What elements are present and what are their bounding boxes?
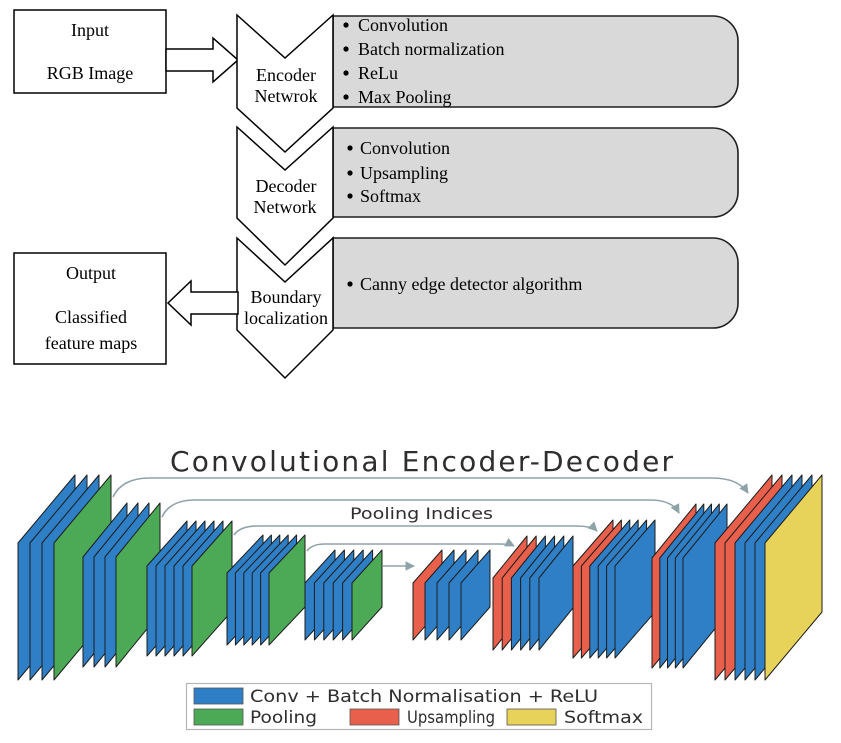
decoder-label-line2: Network: [254, 197, 317, 217]
output-box-frame: [13, 252, 167, 365]
decoder-item: Upsampling: [360, 163, 448, 183]
output-line1: Classified: [55, 307, 127, 327]
encoder-item: Convolution: [358, 15, 448, 35]
encoder-stage-1: [17, 474, 112, 681]
output-box: Output Classified feature maps: [13, 252, 167, 365]
legend-swatch-softmax: [506, 708, 557, 726]
encoder-stage-3: [146, 520, 233, 657]
legend-label-conv: Conv + Batch Normalisation + ReLU: [250, 687, 598, 706]
layer-pooling: [351, 549, 383, 641]
output-title: Output: [66, 263, 116, 283]
legend-label-softmax: Softmax: [564, 708, 643, 727]
legend: Conv + Batch Normalisation + ReLU Poolin…: [185, 682, 653, 731]
legend-label-pooling: Pooling: [250, 708, 317, 727]
decoder-stage-2: [492, 535, 574, 651]
bullet-icon: [343, 46, 349, 52]
layer-conv-bn-relu: [460, 549, 491, 641]
input-arrow: [165, 36, 240, 84]
legend-swatch-pooling: [193, 708, 244, 726]
legend-label-upsampling: Upsampling: [407, 708, 495, 727]
boundary-details-box: [332, 237, 739, 329]
legend-swatch-conv: [193, 687, 244, 705]
bullet-icon: [343, 22, 349, 28]
encoder-item: Batch normalization: [358, 39, 504, 59]
layer-softmax: [764, 474, 823, 681]
boundary-label-line2: localization: [244, 308, 328, 328]
layer-stack: [17, 474, 823, 681]
decoder-stage-1: [412, 549, 491, 641]
pooling-index-arrow: [306, 537, 515, 552]
bullet-icon: [347, 193, 353, 199]
encoder-chevron: [236, 13, 334, 154]
legend-swatch-upsampling: [349, 708, 400, 726]
bullet-icon: [343, 94, 349, 100]
decoder-stage-5: [714, 474, 823, 681]
output-arrow: [166, 279, 239, 327]
boundary-item: Canny edge detector algorithm: [360, 274, 582, 294]
pooling-index-arrow: [112, 477, 749, 498]
boundary-chevron: [236, 236, 334, 380]
bullet-icon: [343, 70, 349, 76]
bullet-icon: [347, 170, 353, 176]
encoder-stage-5: [304, 549, 383, 641]
pooling-indices-label: Pooling Indices: [350, 504, 493, 523]
input-subtitle: RGB Image: [47, 63, 133, 83]
bullet-icon: [347, 281, 353, 287]
encoder-label-line1: Encoder: [256, 65, 316, 85]
decoder-item: Softmax: [360, 186, 421, 206]
legend-frame: [185, 682, 653, 731]
input-box: Input RGB Image: [13, 9, 167, 94]
flowchart: Input RGB Image Encoder Netwrok Decoder …: [13, 9, 739, 380]
encoder-stage-4: [226, 534, 306, 646]
decoder-stage-4: [651, 503, 728, 669]
decoder-stage-3: [572, 519, 656, 659]
architecture-diagram: Convolutional Encoder-Decoder Pooling In…: [17, 445, 823, 731]
decoder-chevron: [236, 125, 334, 267]
encoder-details-box: [332, 15, 739, 108]
pooling-index-arrow: [161, 499, 680, 518]
architecture-title: Convolutional Encoder-Decoder: [170, 445, 673, 478]
bullet-icon: [347, 145, 353, 151]
input-title: Input: [71, 20, 109, 40]
pooling-index-arrow: [233, 521, 598, 536]
decoder-details-box: [332, 127, 739, 218]
encoder-item: ReLu: [358, 63, 398, 83]
input-box-frame: [13, 9, 167, 94]
decoder-label-line1: Decoder: [256, 176, 317, 196]
encoder-item: Max Pooling: [358, 87, 452, 107]
boundary-label-line1: Boundary: [251, 287, 322, 307]
output-line2: feature maps: [45, 333, 137, 353]
decoder-item: Convolution: [360, 138, 450, 158]
encoder-label-line2: Netwrok: [255, 86, 318, 106]
